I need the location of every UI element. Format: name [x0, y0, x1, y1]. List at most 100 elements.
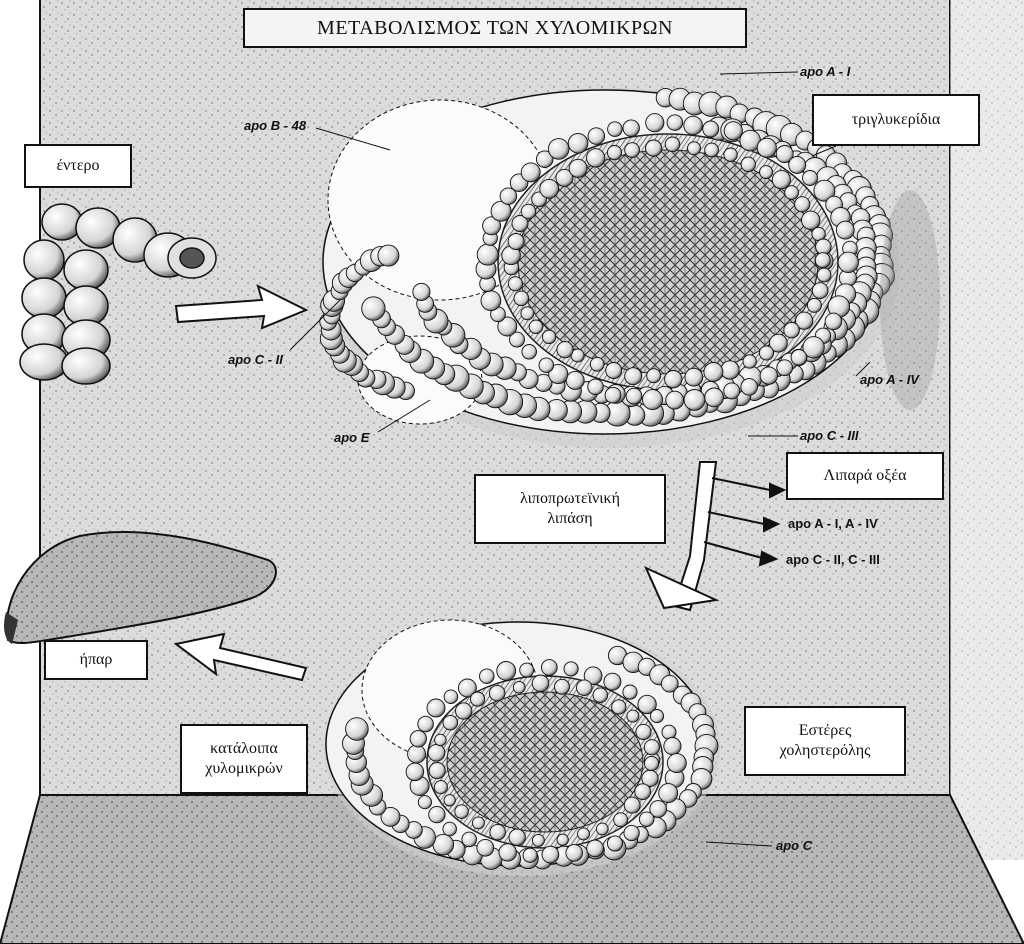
phospholipid-bead	[837, 251, 859, 273]
intestine-label: έντερο	[56, 157, 100, 174]
phospholipid-bead	[511, 215, 529, 232]
phospholipid-bead	[409, 730, 427, 748]
phospholipid-bead	[554, 678, 570, 695]
phospholipid-bead	[649, 800, 668, 818]
phospholipid-bead	[683, 115, 703, 136]
phospholipid-bead	[583, 666, 603, 686]
phospholipid-bead	[635, 723, 652, 740]
phospholipid-bead	[623, 824, 640, 842]
phospholipid-bead	[442, 821, 457, 837]
phospholipid-bead	[702, 120, 720, 138]
phospholipid-bead	[742, 354, 757, 369]
phospholipid-bead	[548, 363, 569, 385]
phospholipid-bead	[405, 762, 425, 782]
phospholipid-bead	[476, 838, 495, 857]
phospholipid-bead	[480, 290, 502, 312]
phospholipid-bead	[592, 687, 609, 703]
phospholipid-bead	[432, 833, 455, 856]
phospholipid-bead	[790, 349, 808, 366]
phospholipid-bead	[520, 203, 537, 220]
phospholipid-bead	[586, 839, 604, 858]
phospholipid-bead	[759, 165, 774, 180]
phospholipid-bead	[643, 739, 660, 756]
phospholipid-bead	[666, 114, 684, 131]
phospholipid-bead	[482, 216, 502, 236]
phospholipid-bead	[586, 148, 606, 168]
label-apo-e: apo E	[334, 430, 370, 445]
phospholipid-bead	[547, 138, 570, 160]
phospholipid-bead	[479, 668, 495, 684]
phospholipid-bead	[512, 680, 526, 694]
arrow-intestine-to-chylomicron	[174, 284, 309, 330]
phospholipid-bead	[417, 795, 432, 810]
phospholipid-bead	[740, 378, 758, 396]
phospholipid-bead	[433, 780, 448, 795]
phospholipid-bead	[538, 357, 555, 373]
phospholipid-bead	[470, 691, 486, 707]
phospholipid-bead	[531, 833, 545, 847]
phospholipid-bead	[443, 689, 459, 704]
phospholipid-bead	[565, 844, 583, 862]
liver-label-box: ήπαρ	[44, 640, 148, 680]
phospholipid-bead	[624, 367, 643, 386]
phospholipid-bead	[814, 252, 831, 269]
phospholipid-bead	[531, 674, 550, 693]
triglycerides-label: τριγλυκερίδια	[851, 111, 941, 128]
phospholipid-bead	[377, 244, 400, 267]
leader-lines-large	[289, 71, 871, 437]
phospholipid-bead	[816, 267, 832, 283]
phospholipid-bead	[541, 329, 557, 345]
phospholipid-bead	[520, 306, 535, 321]
phospholipid-bead	[497, 316, 518, 337]
phospholipid-bead	[795, 311, 814, 330]
phospholipid-bead	[507, 233, 525, 250]
phospholipid-bead	[771, 170, 791, 190]
fatty-acids-label: Λιπαρά οξέα	[823, 467, 907, 484]
phospholipid-bead	[801, 210, 821, 230]
phospholipid-bead	[563, 661, 579, 677]
phospholipid-bead	[683, 389, 706, 411]
phospholipid-bead	[723, 382, 741, 400]
phospholipid-bead	[520, 162, 541, 183]
label-released-apo-a: apo A - I, A - IV	[788, 516, 878, 531]
phospholipid-bead	[704, 387, 724, 408]
phospholipid-bead	[606, 145, 623, 161]
phospholipid-bead	[606, 835, 624, 852]
cholesterol-esters-box: Εστέρες χοληστερόλης	[744, 706, 906, 776]
remnants-line1: κατάλοιπα	[210, 740, 278, 757]
phospholipid-bead	[663, 737, 682, 756]
phospholipid-bead	[498, 843, 517, 862]
phospholipid-bead	[723, 147, 738, 162]
label-apo-c: apo C	[776, 838, 813, 853]
phospholipid-bead	[784, 185, 799, 200]
phospholipid-bead	[613, 812, 629, 828]
page-title: ΜΕΤΑΒΟΛΙΣΜΟΣ ΤΩΝ ΧΥΛΟΜΙΚΡΩΝ	[243, 8, 747, 48]
phospholipid-bead	[522, 847, 538, 863]
phospholipid-bead	[427, 743, 446, 762]
phospholipid-bead	[539, 178, 560, 199]
phospholipid-bead	[380, 806, 401, 827]
phospholipid-bead	[634, 783, 652, 801]
phospholipid-bead	[496, 661, 517, 681]
phospholipid-bead	[788, 155, 807, 174]
phospholipid-bead	[595, 822, 609, 836]
phospholipid-bead	[835, 220, 855, 240]
label-apo-a4: apo A - IV	[860, 372, 919, 387]
phospholipid-bead	[783, 321, 800, 339]
phospholipid-bead	[603, 672, 622, 691]
phospholipid-bead	[622, 684, 638, 700]
phospholipid-bead	[759, 366, 778, 385]
phospholipid-bead	[813, 179, 836, 202]
phospholipid-bead	[756, 137, 777, 158]
label-apo-c3: apo C - III	[800, 428, 859, 443]
phospholipid-bead	[568, 158, 588, 178]
phospholipid-bead	[521, 344, 537, 360]
phospholipid-bead	[626, 709, 640, 723]
phospholipid-bead	[587, 127, 606, 145]
phospholipid-bead	[576, 679, 593, 696]
phospholipid-bead	[519, 662, 535, 678]
release-arrows	[703, 477, 787, 567]
phospholipid-bead	[605, 362, 623, 379]
cholesterol-esters-line1: Εστέρες	[798, 722, 852, 739]
phospholipid-bead	[490, 200, 512, 222]
